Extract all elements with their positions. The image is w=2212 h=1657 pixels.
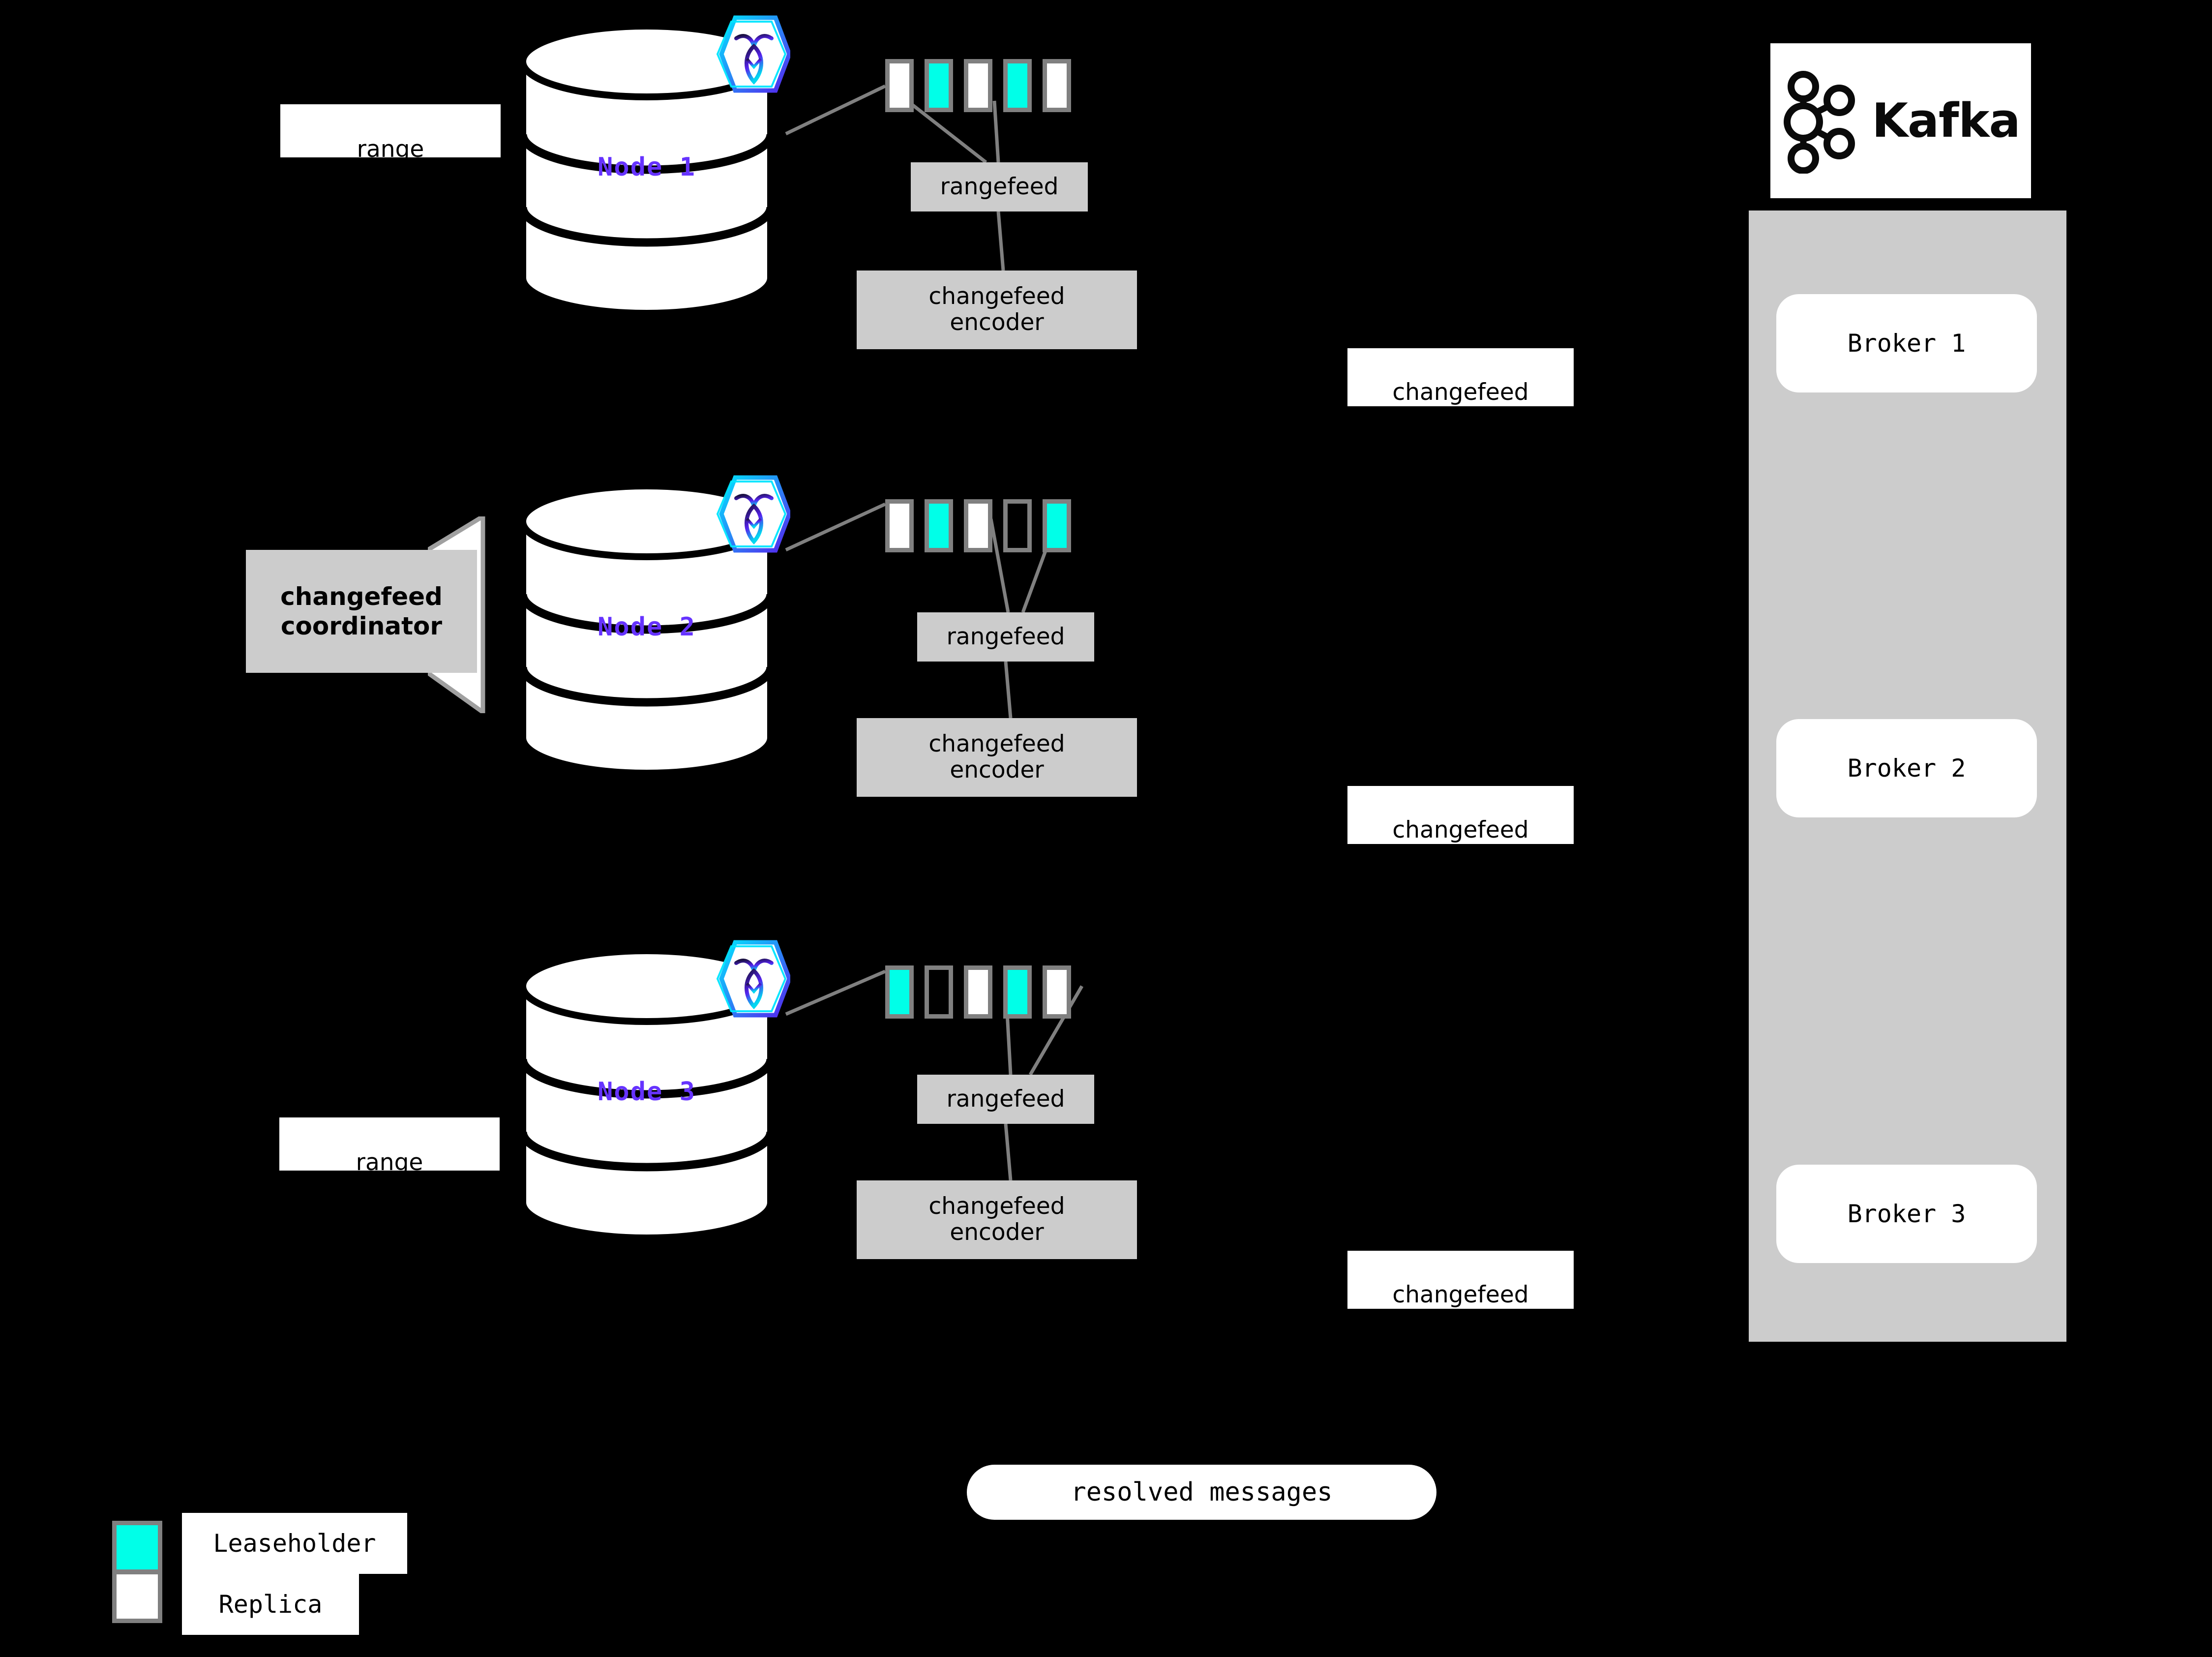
kafka-edge-arrow (2065, 337, 2089, 352)
range-box (1003, 965, 1032, 1019)
broker-pill-1[interactable]: Broker 1 (1776, 294, 2037, 392)
range-box (1043, 59, 1071, 112)
range-box (885, 965, 914, 1019)
legend-swatch-leaseholder (112, 1521, 162, 1574)
changefeed-encoder-box-1: changefeed encoder (857, 271, 1137, 349)
range-box (925, 59, 953, 112)
rangefeed-box-2: rangefeed (917, 612, 1094, 662)
broker-pill-3[interactable]: Broker 3 (1776, 1165, 2037, 1263)
range-box (1043, 965, 1071, 1019)
range-box (885, 499, 914, 552)
broker-pill-2[interactable]: Broker 2 (1776, 719, 2037, 817)
cockroachdb-logo-icon (707, 470, 792, 558)
changefeed-encoder-box-3: changefeed encoder (857, 1180, 1137, 1259)
changefeed-messages-label-3: changefeed messages (1347, 1251, 1574, 1335)
database-cylinder-3 (519, 947, 775, 1242)
rangefeed-box-1: rangefeed (911, 162, 1088, 211)
range-row-2 (885, 499, 1071, 552)
range-box (964, 965, 992, 1019)
range-checkpoints-label-2: range checkpoints (279, 1117, 500, 1203)
kafka-logo-icon (1784, 71, 1855, 174)
changefeed-messages-label-1: changefeed messages (1347, 348, 1574, 432)
range-box (925, 499, 953, 552)
range-box (964, 499, 992, 552)
node-label-3: Node 3 (598, 1077, 696, 1107)
range-box (1043, 499, 1071, 552)
database-cylinder-1 (519, 22, 775, 317)
cockroachdb-logo-icon (707, 10, 792, 98)
cockroachdb-logo-icon (707, 934, 792, 1023)
range-checkpoints-text-2: range checkpoints (320, 1148, 459, 1203)
coordinator-label: changefeed coordinator (246, 550, 477, 673)
legend-label-leaseholder: Leaseholder (182, 1513, 407, 1574)
range-box (1003, 499, 1032, 552)
changefeed-messages-text-1: changefeed messages (1392, 378, 1529, 433)
changefeed-messages-text-2: changefeed messages (1392, 816, 1529, 871)
range-box (964, 59, 992, 112)
node-label-1: Node 1 (598, 152, 696, 182)
range-row-3 (885, 965, 1071, 1019)
range-box (925, 965, 953, 1019)
rangefeed-box-3: rangefeed (917, 1075, 1094, 1124)
kafka-wordmark: Kafka (1872, 93, 2020, 148)
changefeed-encoder-box-2: changefeed encoder (857, 718, 1137, 797)
node-label-2: Node 2 (598, 612, 696, 642)
resolved-messages-pill: resolved messages (967, 1465, 1436, 1520)
range-box (885, 59, 914, 112)
changefeed-messages-label-2: changefeed messages (1347, 786, 1574, 870)
changefeed-messages-text-3: changefeed messages (1392, 1281, 1529, 1335)
kafka-logo-card: Kafka (1770, 43, 2031, 198)
range-box (1003, 59, 1032, 112)
range-checkpoints-label-1: range checkpoints (280, 104, 501, 189)
legend-label-replica: Replica (182, 1574, 359, 1635)
range-row-1 (885, 59, 1071, 112)
range-checkpoints-text-1: range checkpoints (321, 135, 460, 190)
legend-swatch-replica (112, 1570, 162, 1623)
